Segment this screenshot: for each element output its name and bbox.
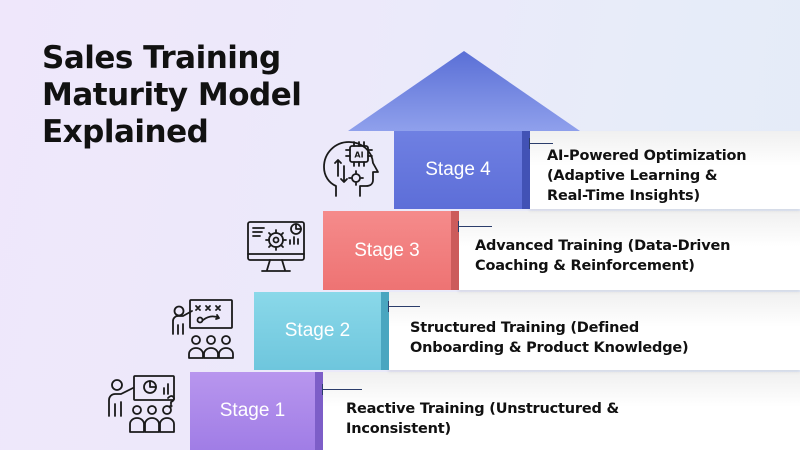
stage-1-block-side — [315, 372, 323, 450]
title-line-3: Explained — [42, 114, 209, 150]
stage-2-desc-line-1: Structured Training (Defined — [410, 320, 640, 336]
stage-4-block: Stage 4 — [394, 131, 522, 209]
stage-4-panel — [529, 131, 800, 209]
stage-1-block: Stage 1 — [190, 372, 315, 450]
stage-3-panel — [458, 211, 800, 290]
stage-1-desc-line-2: Inconsistent) — [346, 421, 451, 437]
stage-4-block-side — [522, 131, 530, 209]
stage-4-label: Stage 4 — [425, 159, 491, 180]
whiteboard-strategy-team-icon — [170, 296, 236, 362]
stage-3-label: Stage 3 — [354, 239, 420, 261]
presenter-audience-icon — [104, 372, 178, 438]
stage-3-desc-line-1: Advanced Training (Data-Driven — [475, 238, 731, 254]
stage-2-block: Stage 2 — [254, 292, 381, 370]
stage-4-desc-line-2: (Adaptive Learning & — [547, 168, 718, 184]
stage-3-connector — [458, 219, 492, 235]
stage-1-label: Stage 1 — [219, 400, 286, 421]
ai-chip-text: AI — [354, 151, 363, 160]
stage-1-description: Reactive Training (Unstructured & Incons… — [346, 399, 619, 439]
stage-3-description: Advanced Training (Data-Driven Coaching … — [475, 236, 730, 276]
stage-2-connector — [388, 299, 420, 315]
stage-2-desc-line-2: Onboarding & Product Knowledge) — [410, 340, 689, 356]
title-line-1: Sales Training — [42, 40, 281, 76]
stage-4-desc-line-3: Real-Time Insights) — [547, 188, 700, 204]
stage-2-label: Stage 2 — [284, 320, 351, 341]
stage-1-connector — [322, 382, 362, 398]
stage-4-connector — [529, 136, 553, 152]
monitor-gear-analytics-icon — [244, 214, 310, 278]
stage-1-panel — [322, 372, 800, 450]
page-title: Sales Training Maturity Model Explained — [42, 40, 302, 151]
stage-3-block-side — [451, 211, 459, 290]
title-line-2: Maturity Model — [42, 77, 302, 113]
stage-4-desc-line-1: AI-Powered Optimization — [547, 148, 747, 164]
stage-3-block: Stage 3 — [323, 211, 451, 290]
stage-2-block-side — [381, 292, 389, 370]
stage-1-desc-line-1: Reactive Training (Unstructured & — [346, 401, 619, 417]
stage-3-desc-line-2: Coaching & Reinforcement) — [475, 258, 695, 274]
stage-4-description: AI-Powered Optimization (Adaptive Learni… — [547, 146, 747, 206]
ai-head-icon: AI — [316, 136, 382, 202]
stage-2-description: Structured Training (Defined Onboarding … — [410, 318, 689, 358]
stage-2-panel — [388, 292, 800, 370]
